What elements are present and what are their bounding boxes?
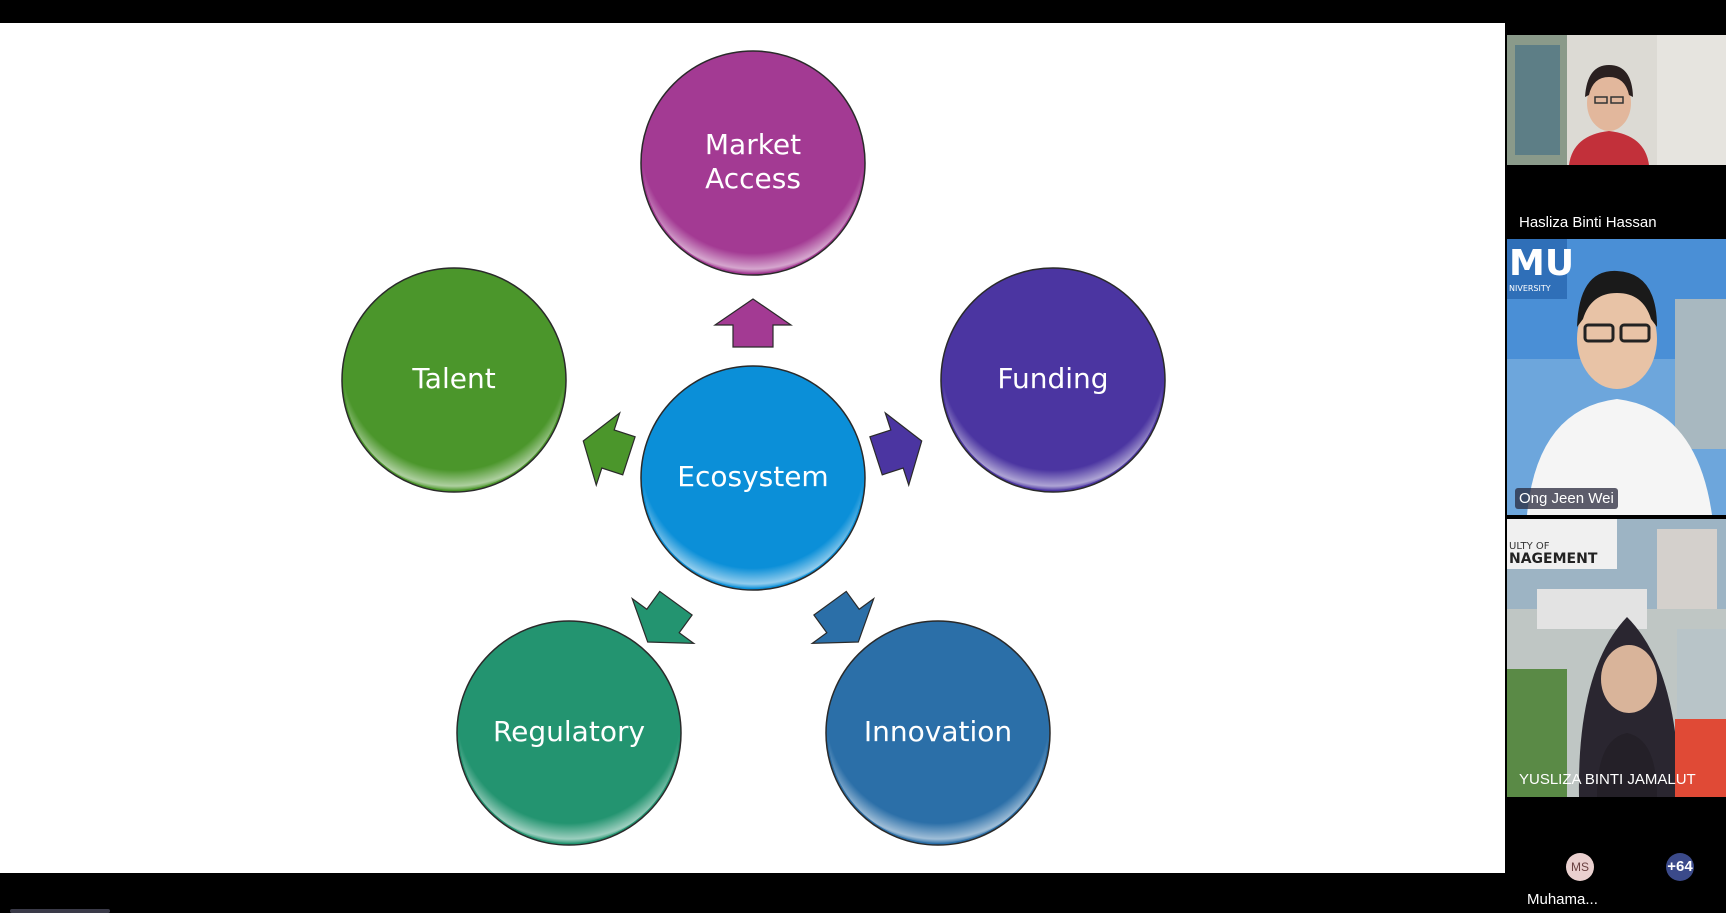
participant-video-1 (1507, 35, 1726, 165)
svg-text:NIVERSITY: NIVERSITY (1509, 284, 1551, 293)
node-ecosystem-center-gloss (643, 368, 863, 588)
participant-video-3: ULTY OF NAGEMENT (1507, 519, 1726, 797)
svg-text:ULTY OF: ULTY OF (1509, 541, 1550, 552)
participant-name-2: Ong Jeen Wei (1515, 488, 1618, 509)
arrow-to-innovation (810, 590, 875, 644)
overflow-avatar[interactable]: MS (1566, 853, 1594, 881)
participant-tile-1[interactable]: Hasliza Binti Hassan (1507, 35, 1726, 237)
participant-tile-2[interactable]: MU NIVERSITY Ong Jeen Wei (1507, 239, 1726, 515)
participant-name-3: YUSLIZA BINTI JAMALUT (1519, 771, 1696, 788)
toolbar-indicator[interactable] (10, 909, 110, 913)
overflow-avatar-name: Muhama... (1527, 891, 1598, 908)
node-talent: Talent (341, 267, 567, 493)
more-participants-count: +64 (1667, 858, 1693, 875)
node-funding-gloss (943, 270, 1163, 490)
participant-video-2: MU NIVERSITY (1507, 239, 1726, 515)
node-ecosystem-center: Ecosystem (640, 365, 866, 591)
arrow-to-regulatory (631, 590, 696, 644)
node-innovation-gloss (828, 623, 1048, 843)
arrow-to-talent (582, 411, 636, 488)
node-talent-label-line-1: Talent (411, 362, 495, 395)
node-market-access-label-line-2: Access (705, 162, 801, 195)
arrow-to-market-access (713, 298, 793, 348)
participant-name-1: Hasliza Binti Hassan (1519, 214, 1657, 231)
svg-text:MU: MU (1509, 243, 1574, 284)
node-regulatory: Regulatory (456, 620, 682, 846)
node-market-access-gloss (643, 53, 863, 273)
participant-gallery: Hasliza Binti Hassan MU NIVERSITY Ong Je… (1507, 0, 1726, 911)
node-innovation-label-line-1: Innovation (864, 715, 1012, 748)
node-regulatory-label-line-1: Regulatory (493, 715, 645, 748)
more-participants-badge[interactable]: +64 (1666, 853, 1694, 881)
participant-tile-3[interactable]: ULTY OF NAGEMENT YUSLIZA BINTI JAMALUT (1507, 519, 1726, 797)
node-ecosystem-center-label-line-1: Ecosystem (677, 460, 828, 493)
node-funding-label-line-1: Funding (997, 362, 1108, 395)
node-funding: Funding (940, 267, 1166, 493)
node-market-access-label-line-1: Market (705, 128, 801, 161)
node-talent-gloss (344, 270, 564, 490)
bottom-toolbar (0, 873, 1507, 913)
arrow-to-funding (869, 411, 923, 488)
node-innovation: Innovation (825, 620, 1051, 846)
svg-text:NAGEMENT: NAGEMENT (1509, 551, 1598, 567)
node-regulatory-gloss (459, 623, 679, 843)
